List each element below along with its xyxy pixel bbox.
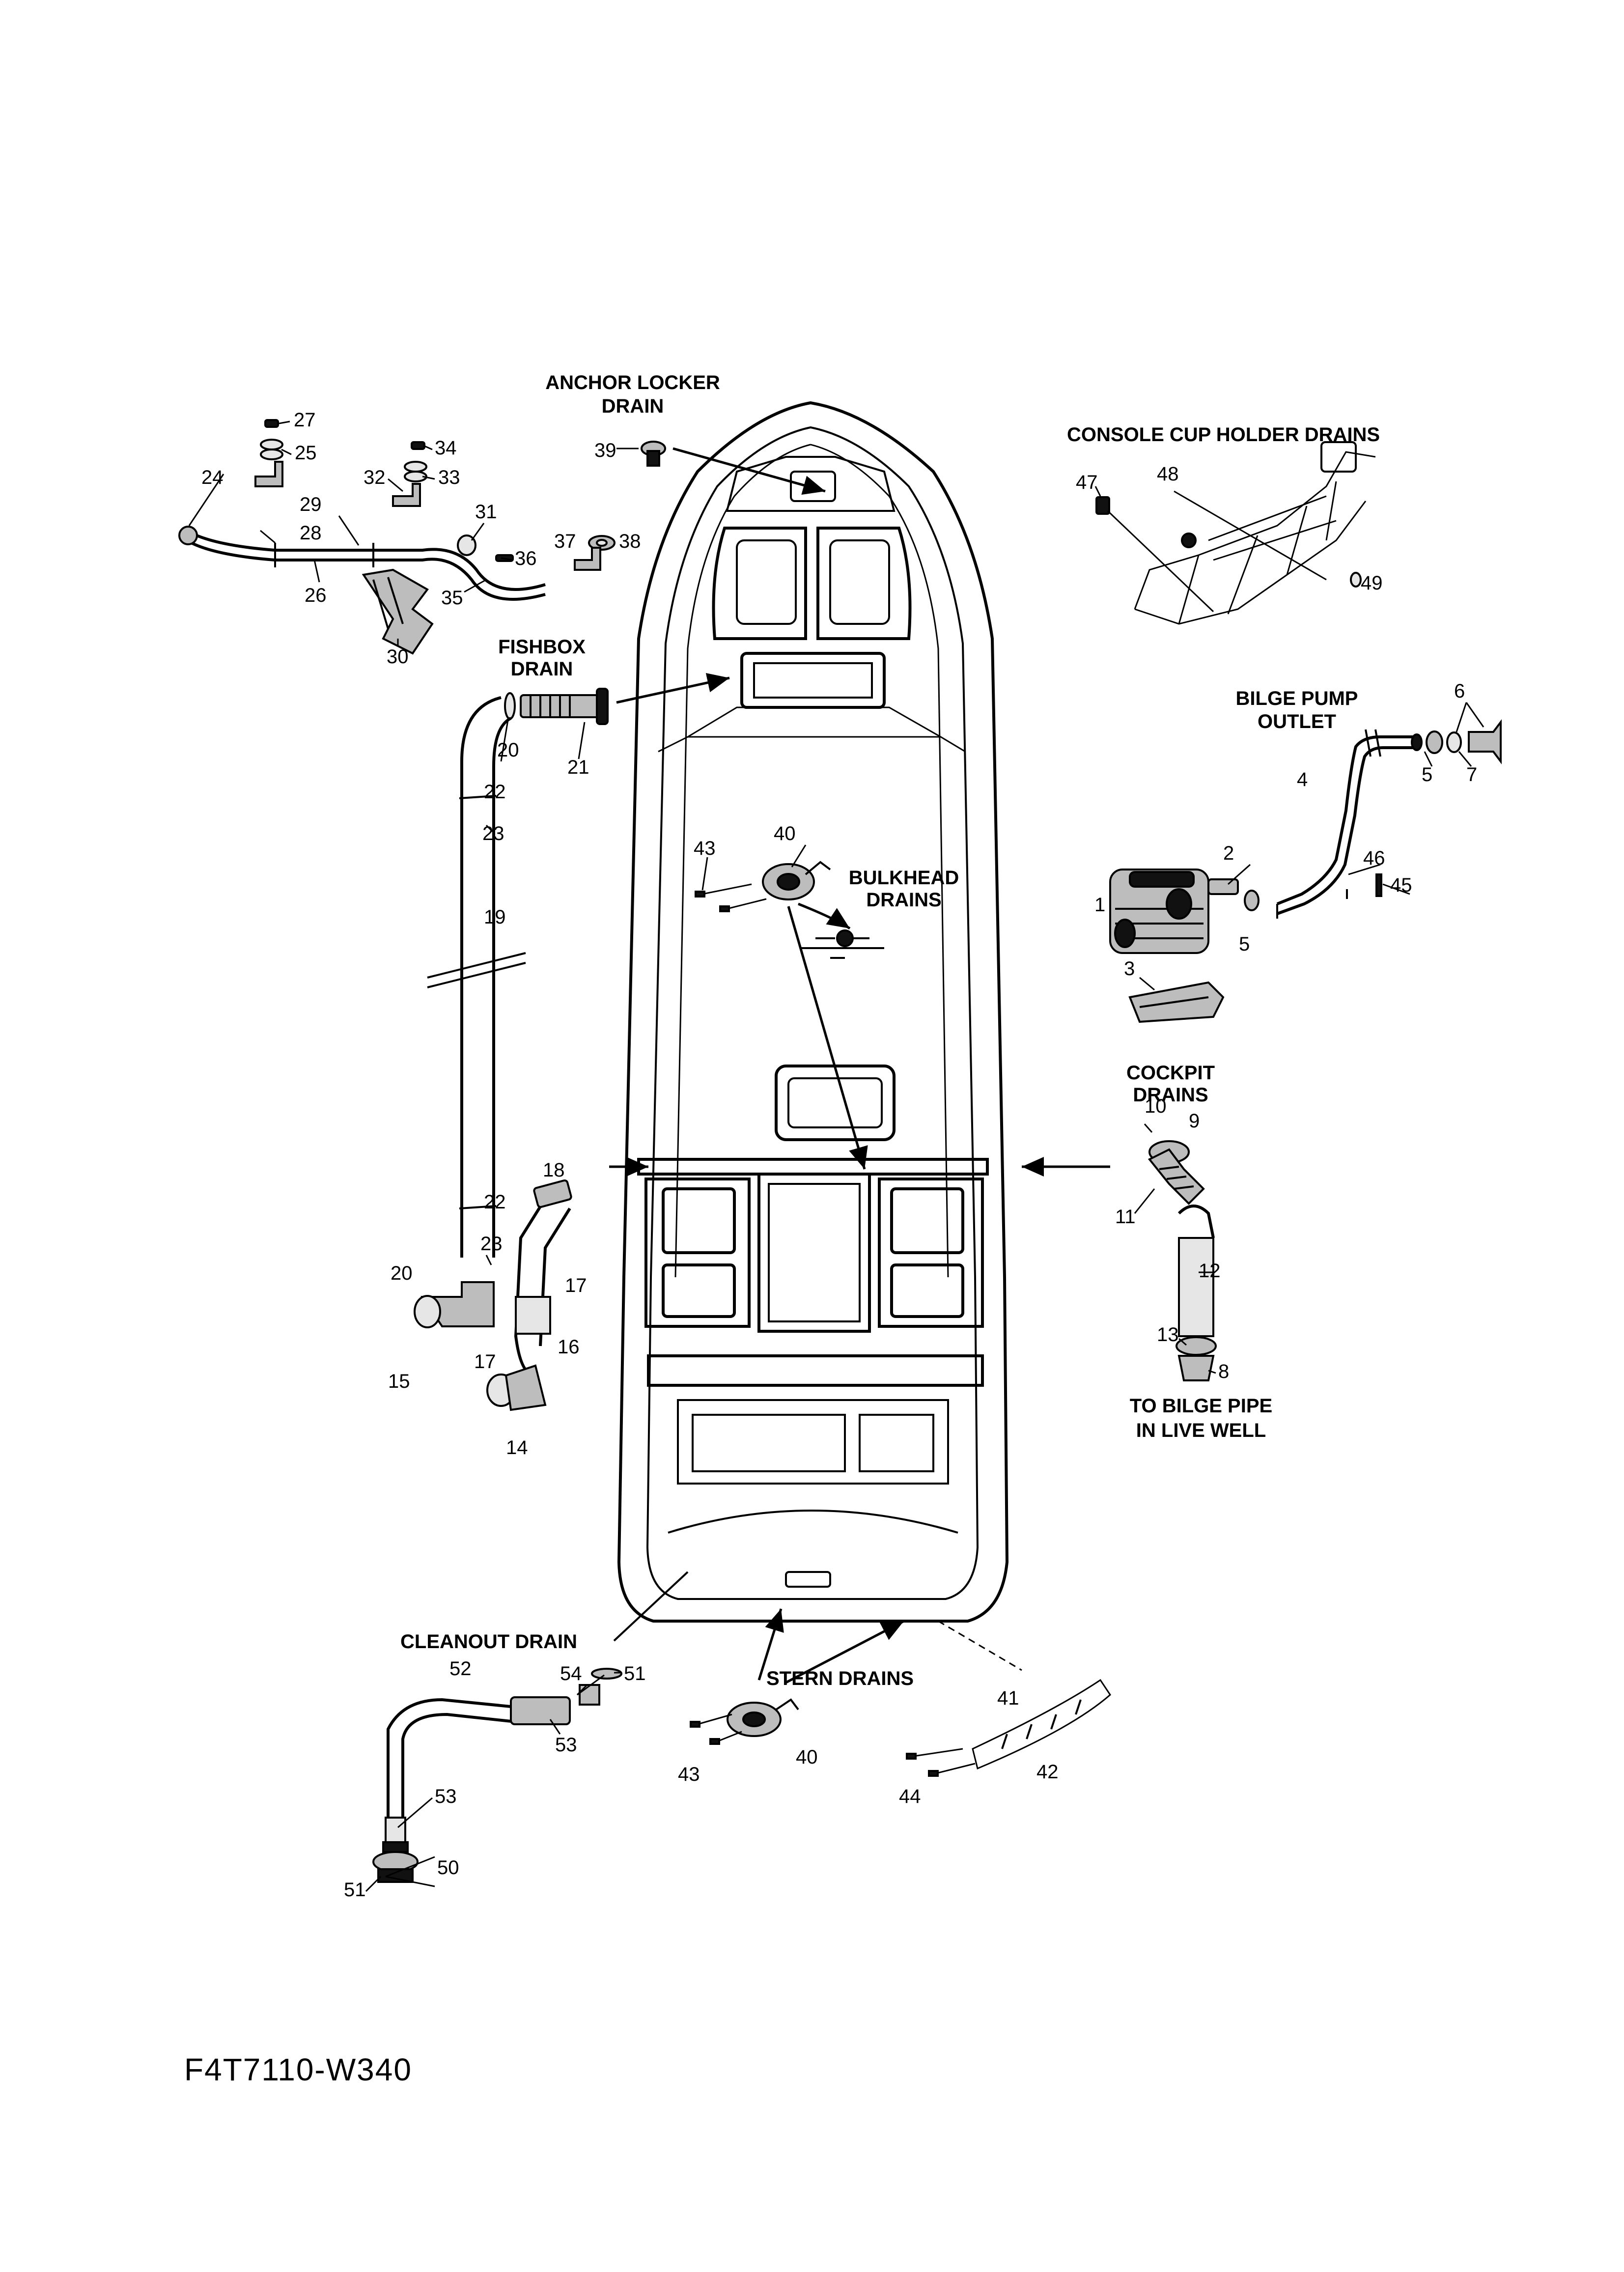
callout-23: 23 [482,823,504,844]
callout-32: 32 [364,467,386,488]
callout-31: 31 [475,501,497,523]
callout-53: 53 [435,1786,457,1807]
svg-text:CLEANOUT DRAIN: CLEANOUT DRAIN [400,1631,577,1653]
callout-21: 21 [567,757,589,778]
callout-51: 51 [624,1663,646,1684]
callout-25: 25 [295,442,317,464]
callout-49: 49 [1361,572,1383,594]
callout-6: 6 [1454,680,1465,702]
callout-43: 43 [678,1764,700,1785]
svg-text:STERN DRAINS: STERN DRAINS [766,1668,914,1689]
callout-4: 4 [1297,769,1308,790]
callout-40: 40 [796,1746,818,1768]
callout-2: 2 [1223,842,1234,864]
callout-14: 14 [506,1437,528,1459]
callout-53: 53 [555,1734,577,1756]
callout-15: 15 [388,1371,410,1392]
boat-hull [617,401,1009,1623]
callout-46: 46 [1363,847,1385,869]
callout-41: 41 [997,1687,1019,1709]
callout-39: 39 [594,440,616,461]
cleanout-drain-group: CLEANOUT DRAIN [372,1571,689,1887]
console-cup-holder-group: CONSOLE CUP HOLDER DRAINS [1067,424,1380,625]
callout-35: 35 [441,587,463,609]
callout-52: 52 [449,1658,472,1680]
callout-22: 22 [484,1191,506,1213]
callout-36: 36 [515,548,537,569]
callout-20: 20 [497,739,519,761]
rear-compartments [644,1173,984,1333]
callout-50: 50 [437,1857,459,1879]
callout-43: 43 [694,838,716,859]
callout-44: 44 [899,1786,921,1807]
callout-18: 18 [543,1159,565,1181]
callout-13: 13 [1157,1324,1179,1346]
callout-37: 37 [554,531,576,552]
callout-7: 7 [1466,764,1477,785]
callout-22: 22 [484,781,506,803]
callout-1: 1 [1094,894,1105,916]
callout-51: 51 [344,1879,366,1901]
callout-9: 9 [1189,1110,1200,1132]
callout-38: 38 [619,531,641,552]
callout-45: 45 [1390,874,1412,896]
callout-11: 11 [1115,1206,1136,1228]
callout-42: 42 [1036,1761,1059,1783]
stern-drains-group: STERN DRAINS [690,1608,1111,1777]
callout-5: 5 [1239,933,1250,955]
callout-5: 5 [1422,764,1432,785]
callout-29: 29 [300,494,322,515]
callout-23: 23 [480,1233,503,1255]
leader-lines [188,421,1484,1892]
callout-28: 28 [300,522,322,544]
callout-47: 47 [1076,472,1098,493]
callout-numbers: 1 2 3 4 5 5 6 7 8 9 10 11 12 13 14 15 16… [201,409,1477,1901]
forward-hatches [712,527,912,709]
callout-17: 17 [474,1351,496,1373]
callout-30: 30 [387,646,409,668]
callout-48: 48 [1157,463,1179,485]
top-left-hose-group [178,419,616,655]
callout-27: 27 [294,409,316,431]
callout-20: 20 [391,1262,413,1284]
drawing-code: F4T7110-W340 [184,2052,412,2087]
callout-16: 16 [558,1336,580,1358]
callout-34: 34 [435,437,457,459]
callout-19: 19 [484,906,506,928]
callout-33: 33 [438,467,460,488]
callout-3: 3 [1124,958,1135,980]
callout-24: 24 [201,467,224,488]
callout-54: 54 [560,1663,582,1684]
callout-12: 12 [1199,1260,1221,1282]
callout-40: 40 [774,823,796,844]
callout-26: 26 [305,585,327,606]
callout-17: 17 [565,1275,587,1296]
callout-8: 8 [1218,1361,1229,1382]
callout-10: 10 [1145,1095,1167,1117]
